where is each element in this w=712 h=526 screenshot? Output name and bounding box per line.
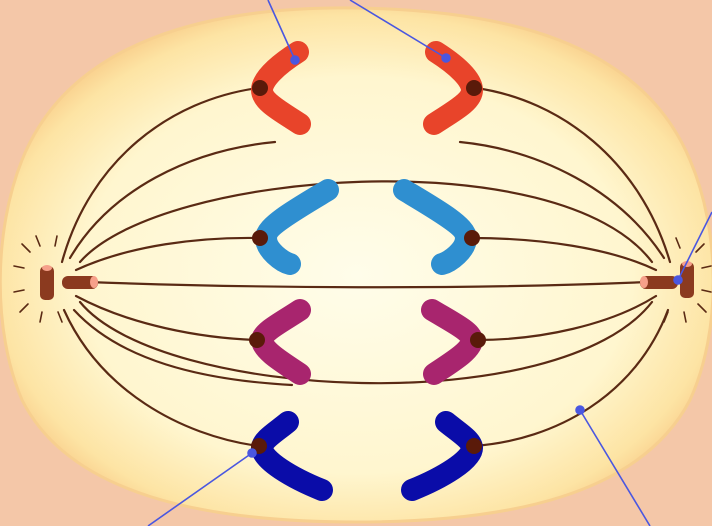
centromere-blue-left: [252, 230, 268, 246]
centromere-blue-right: [464, 230, 480, 246]
centromere-red-right: [466, 80, 482, 96]
centromere-navy-right: [466, 438, 482, 454]
centromere-magenta-right: [470, 332, 486, 348]
centromere-magenta-left: [249, 332, 265, 348]
cell-body: [0, 8, 712, 522]
centromere-red-left: [252, 80, 268, 96]
